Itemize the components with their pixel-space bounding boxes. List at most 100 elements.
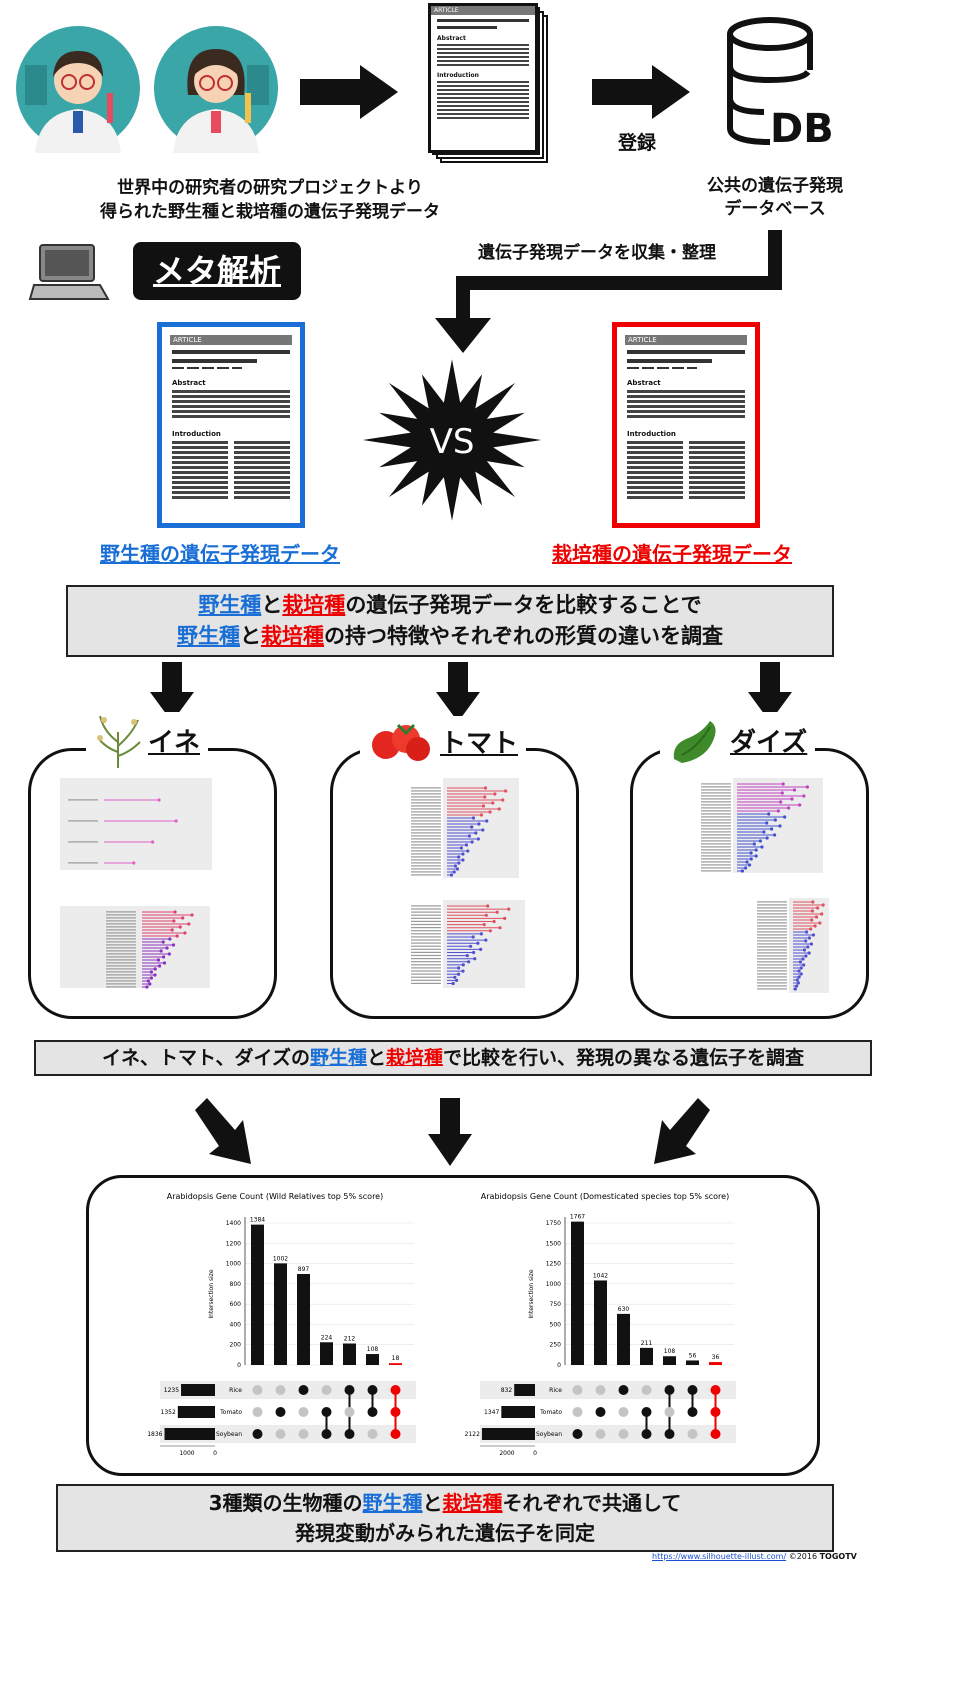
membership-dot (344, 1407, 355, 1417)
meta-analysis-label: メタ解析 (152, 252, 281, 290)
arrow-right-icon (592, 65, 690, 119)
set-size-bar (181, 1384, 215, 1396)
chart-title: Arabidopsis Gene Count (Wild Relatives t… (167, 1192, 383, 1201)
intersection-bar (686, 1360, 699, 1365)
y-tick-label: 750 (550, 1301, 562, 1308)
set-axis-tick: 0 (213, 1450, 217, 1457)
bar-value-label: 108 (664, 1348, 676, 1355)
membership-dot (641, 1429, 652, 1439)
footer: https://www.silhouette-illust.com/ ©2016… (652, 1552, 857, 1561)
collect-caption: 遺伝子発現データを収集・整理 (478, 243, 716, 263)
meta-analysis-badge: メタ解析 (133, 242, 301, 300)
footer-link[interactable]: https://www.silhouette-illust.com/ (652, 1552, 787, 1561)
intersection-bar (663, 1356, 676, 1365)
chart-title: Arabidopsis Gene Count (Domesticated spe… (481, 1192, 729, 1201)
membership-dot (344, 1429, 355, 1439)
membership-dot (572, 1407, 583, 1417)
upset-chart-wild: Arabidopsis Gene Count (Wild Relatives t… (147, 1192, 416, 1457)
collect-arrow-icon (435, 230, 782, 353)
bar-value-label: 1767 (570, 1214, 585, 1221)
researcher-female-icon (154, 26, 278, 153)
membership-dot (344, 1385, 355, 1395)
membership-dot (710, 1407, 721, 1417)
membership-dot (687, 1385, 698, 1395)
bar-value-label: 630 (618, 1306, 630, 1313)
membership-dot (710, 1429, 721, 1439)
bar-value-label: 56 (689, 1352, 697, 1359)
intersection-bar (274, 1263, 287, 1365)
y-tick-label: 600 (230, 1301, 242, 1308)
y-tick-label: 1250 (546, 1261, 561, 1268)
intersection-bar (709, 1362, 722, 1365)
cultivated-article: ARTICLE Abstract Introduction (612, 322, 760, 528)
soybean-enrichment-plots (701, 778, 829, 993)
membership-dot (275, 1385, 286, 1395)
y-tick-label: 1200 (226, 1240, 241, 1247)
intersection-bar (389, 1363, 402, 1365)
membership-dot (252, 1429, 263, 1439)
arrow-right-icon (300, 65, 398, 119)
membership-dot (367, 1407, 378, 1417)
membership-dot (687, 1407, 698, 1417)
bar-value-label: 897 (298, 1266, 310, 1273)
membership-dot (618, 1429, 629, 1439)
intersection-bar (297, 1274, 310, 1365)
matrix-row-band (480, 1381, 736, 1399)
researchers-caption: 世界中の研究者の研究プロジェクトより 得られた野生種と栽培種の遺伝子発現データ (100, 178, 440, 222)
vs-label: VS (430, 422, 475, 462)
y-tick-label: 500 (550, 1321, 562, 1328)
article-header: ARTICLE (431, 6, 535, 15)
membership-dot (618, 1407, 629, 1417)
membership-dot (390, 1385, 401, 1395)
y-tick-label: 0 (557, 1362, 561, 1369)
intersection-bar (617, 1313, 630, 1365)
bar-value-label: 1042 (593, 1272, 608, 1279)
membership-dot (275, 1429, 286, 1439)
set-size-label: 1352 (161, 1409, 176, 1416)
bar-value-label: 36 (712, 1354, 720, 1361)
upset-chart-domesticated: Arabidopsis Gene Count (Domesticated spe… (465, 1192, 736, 1457)
membership-dot (252, 1407, 263, 1417)
set-label: Tomato (219, 1409, 242, 1416)
y-tick-label: 1750 (546, 1220, 561, 1227)
y-tick-label: 250 (550, 1342, 562, 1349)
intersection-bar (594, 1280, 607, 1365)
membership-dot (252, 1385, 263, 1395)
membership-dot (321, 1385, 332, 1395)
tomato-title: トマト (360, 716, 527, 766)
set-size-label: 1235 (164, 1387, 179, 1394)
rice-plant-icon (97, 715, 141, 768)
membership-dot (595, 1407, 606, 1417)
set-label: Rice (549, 1387, 562, 1394)
y-tick-label: 1000 (226, 1261, 241, 1268)
arrow-down-icon (748, 662, 792, 722)
set-label: Tomato (539, 1409, 562, 1416)
bar-value-label: 18 (392, 1355, 400, 1362)
y-tick-label: 800 (230, 1281, 242, 1288)
y-axis-label: Intersection size (528, 1269, 535, 1319)
footer-brand: TOGOTV (819, 1552, 857, 1561)
database-icon: DB (727, 17, 834, 152)
species-compare-box: イネ、トマト、ダイズの野生種と栽培種で比較を行い、発現の異なる遺伝子を調査 (34, 1040, 872, 1076)
matrix-row-band (160, 1381, 416, 1399)
matrix-row-band (160, 1425, 416, 1443)
y-tick-label: 1500 (546, 1240, 561, 1247)
membership-dot (390, 1407, 401, 1417)
y-tick-label: 400 (230, 1321, 242, 1328)
researchers-illustration (16, 26, 278, 153)
y-tick-label: 0 (237, 1362, 241, 1369)
y-tick-label: 200 (230, 1342, 242, 1349)
set-axis-tick: 0 (533, 1450, 537, 1457)
arrow-down-icon (150, 662, 194, 722)
arrow-diag-icon (654, 1098, 710, 1164)
vs-starburst-icon: VS (362, 359, 542, 521)
membership-dot (664, 1385, 675, 1395)
compare-box: 野生種と栽培種の遺伝子発現データを比較することで 野生種と栽培種の持つ特徴やそれ… (66, 585, 834, 657)
rice-title: イネ (86, 712, 209, 768)
tomato-icon (372, 723, 430, 761)
membership-dot (664, 1407, 675, 1417)
set-size-bar (481, 1428, 535, 1440)
abstract-heading: Abstract (437, 35, 466, 42)
wild-data-label: 野生種の遺伝子発現データ (100, 542, 340, 566)
membership-dot (572, 1385, 583, 1395)
